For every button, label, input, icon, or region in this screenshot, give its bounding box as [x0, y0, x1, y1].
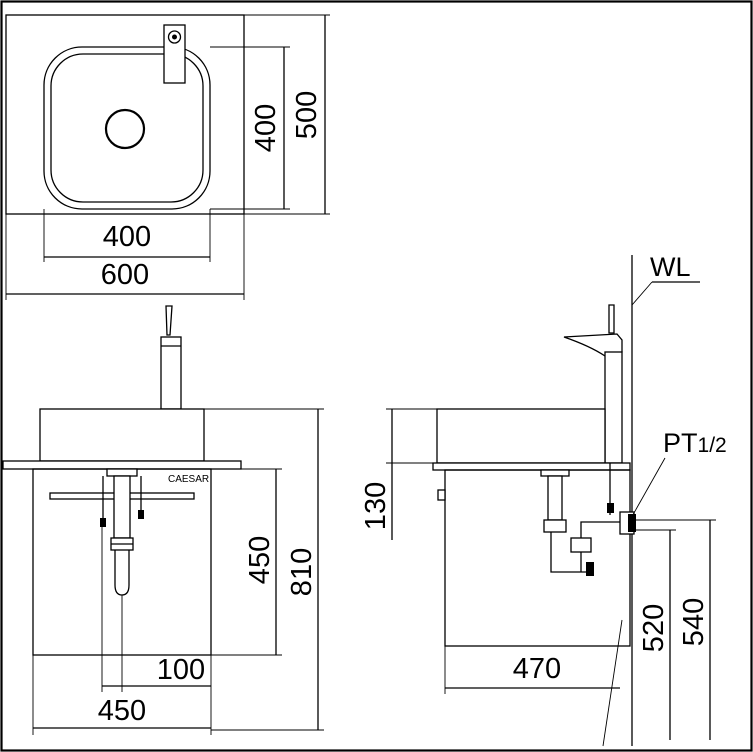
- faucet-handle-core-icon: [172, 34, 177, 40]
- side-drain-pipe-icon: [547, 475, 563, 521]
- dim-drain-offset: 100: [157, 654, 205, 686]
- dim-outlet-height: 540: [678, 598, 710, 646]
- pipe-thread-size: 1/2: [698, 434, 727, 457]
- dim-total-height: 810: [286, 548, 318, 596]
- top-view-counter-outline: [5, 14, 245, 215]
- p-trap-icon: [114, 550, 130, 596]
- faucet-handle-icon: [167, 30, 182, 44]
- dim-inlet-height: 520: [638, 604, 670, 652]
- top-view: 400 600 400 500: [5, 14, 330, 300]
- dim-inner-width: 400: [103, 221, 151, 253]
- faucet-body-icon: [160, 336, 182, 410]
- drain-pipe-icon: [113, 475, 131, 539]
- side-cabinet: [444, 469, 631, 647]
- top-view-basin-outer: [43, 46, 211, 210]
- dim-inner-depth: 400: [250, 104, 282, 152]
- drain-flange-icon: [106, 468, 138, 477]
- faucet-side-body-icon: [604, 351, 623, 464]
- side-view: WL PT1/2 130: [360, 252, 727, 747]
- side-counter: [432, 462, 631, 471]
- dim-cabinet-depth: 470: [513, 653, 561, 685]
- pipe-thread-type: PT: [663, 428, 698, 458]
- drain-hole-icon: [104, 108, 146, 150]
- dim-basin-height: 130: [360, 482, 392, 530]
- dim-outer-depth: 500: [291, 91, 323, 139]
- water-level-label: WL: [650, 252, 691, 282]
- dim-cabinet-height: 450: [244, 536, 276, 584]
- front-view: CAESAR 450 810 100 450: [2, 305, 324, 735]
- faucet-lever-icon: [165, 305, 173, 336]
- dim-cabinet-width: 450: [98, 695, 146, 727]
- faucet-top-icon: [163, 24, 186, 84]
- front-counter: [2, 460, 242, 470]
- pipe-thread-label: PT1/2: [663, 428, 727, 458]
- wall-outlet-pipe-icon: [580, 521, 620, 538]
- dim-outer-width: 600: [101, 259, 149, 291]
- faucet-side-lever-icon: [608, 304, 615, 334]
- side-basin: [436, 408, 606, 464]
- top-view-basin-inner: [50, 53, 204, 203]
- brand-logo: CAESAR: [168, 474, 209, 485]
- front-basin: [39, 408, 205, 462]
- side-p-trap-icon: [550, 532, 590, 573]
